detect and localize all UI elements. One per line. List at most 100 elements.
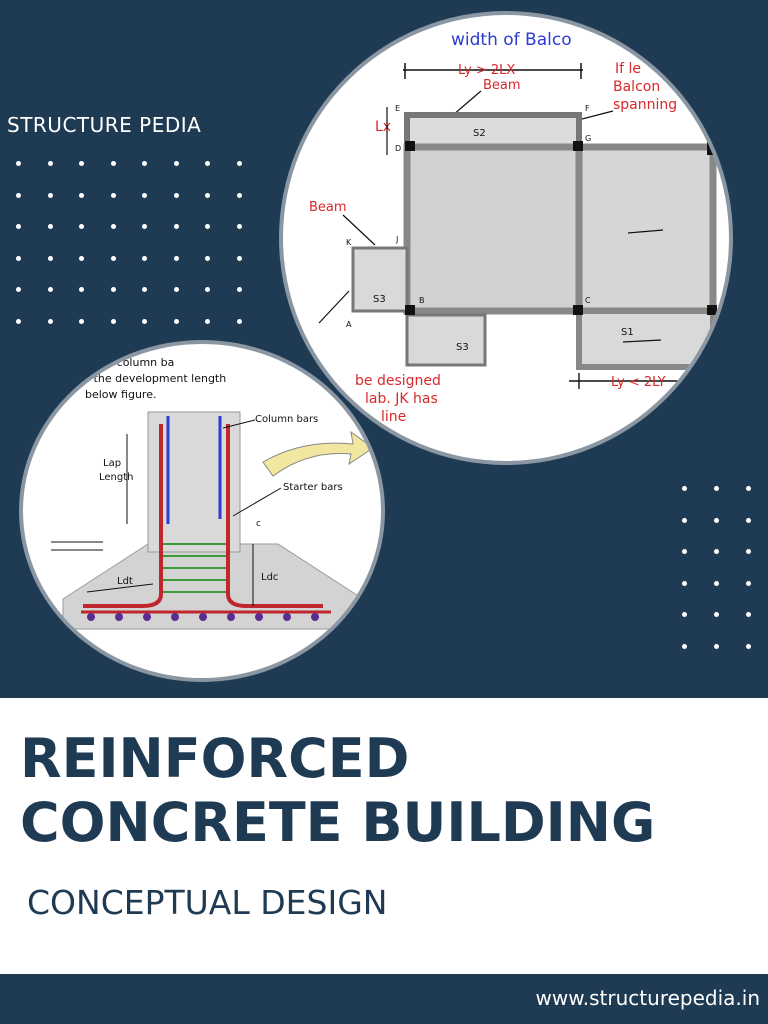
decorative-dot	[173, 161, 179, 166]
distribution-bars	[87, 613, 319, 621]
decorative-dot	[173, 287, 179, 293]
note-bottom-2: lab. JK has	[365, 391, 438, 407]
decorative-dot	[236, 192, 242, 198]
decorative-dot	[205, 319, 210, 324]
decorative-dot	[79, 287, 84, 293]
s3-bottom-label: S3	[456, 342, 469, 353]
dim-top-label: Ly > 2LX	[458, 63, 515, 78]
leader-line	[342, 214, 376, 246]
ldt-dim	[86, 583, 154, 593]
title-line-1: REINFORCED	[20, 727, 410, 790]
note-right-3: spanning	[613, 97, 677, 113]
title-line-2: CONCRETE BUILDING	[20, 791, 656, 854]
decorative-dot	[110, 287, 116, 293]
decorative-dot	[236, 161, 242, 166]
decorative-dot	[746, 517, 751, 523]
point-d: D	[395, 144, 401, 153]
note-bottom-3: line	[381, 409, 406, 425]
slab-s3-left	[351, 246, 409, 313]
decorative-dot	[746, 580, 751, 586]
decorative-dot	[173, 192, 179, 198]
decorative-dot	[16, 287, 21, 293]
decorative-dot	[79, 161, 84, 166]
decorative-dot	[47, 255, 53, 261]
decorative-dot	[47, 224, 53, 230]
note-right-1: If le	[615, 61, 641, 77]
decorative-dot	[205, 287, 210, 293]
point-k: K	[346, 238, 352, 247]
starter-bar	[226, 424, 323, 608]
decorative-dot	[173, 255, 179, 261]
footing-text-3: below figure.	[85, 388, 156, 401]
decorative-dot	[714, 580, 719, 586]
decorative-dot	[142, 161, 147, 166]
decorative-dot	[682, 517, 687, 523]
column-bars-label: Column bars	[255, 414, 318, 425]
slab-s1	[576, 308, 716, 370]
decorative-dot	[79, 192, 84, 198]
decorative-dot	[110, 224, 116, 230]
s1-label: S1	[621, 327, 634, 338]
decorative-dot	[746, 549, 751, 555]
brand-name: STRUCTURE PEDIA	[7, 113, 202, 137]
leader-line	[318, 290, 350, 324]
column	[573, 305, 583, 315]
decorative-dot	[714, 644, 719, 649]
decorative-dot	[110, 192, 116, 198]
decorative-dot	[142, 319, 147, 324]
decorative-dot	[746, 486, 751, 491]
footing-text-2: to the development length	[79, 372, 226, 385]
column	[707, 141, 717, 155]
yellow-arrow-icon	[262, 430, 374, 477]
decorative-dot	[236, 287, 242, 293]
column	[405, 305, 415, 315]
point-f: F	[585, 104, 590, 113]
decorative-dot	[236, 224, 242, 230]
dim-bottom-label: Ly < 2LY	[611, 375, 666, 390]
slab-heading: width of Balco	[451, 30, 572, 50]
decorative-dot	[682, 486, 687, 491]
slab-main	[403, 143, 583, 315]
slab-s3-bottom	[405, 313, 487, 367]
note-right-2: Balcon	[613, 79, 660, 95]
lap-label-2: Length	[99, 472, 134, 483]
lap-label-1: Lap	[103, 458, 121, 469]
footing-diagram-image: of the column ba to the development leng…	[23, 344, 381, 678]
point-j: J	[395, 235, 398, 244]
column-stub	[147, 411, 241, 553]
decorative-dot	[682, 644, 687, 649]
decorative-dot	[110, 255, 116, 261]
decorative-dot	[16, 192, 21, 198]
slab-diagram-image: width of Balco Ly > 2LX Beam If le Balco…	[283, 15, 729, 461]
decorative-dot	[142, 255, 147, 261]
column	[405, 141, 415, 151]
lx-label: Lx	[375, 119, 391, 135]
leader-line	[232, 487, 282, 517]
s3-left-label: S3	[373, 294, 386, 305]
decorative-dot	[714, 486, 719, 491]
decorative-dot	[142, 287, 147, 293]
point-e: E	[395, 104, 400, 113]
decorative-dot	[110, 161, 116, 166]
decorative-dot	[714, 517, 719, 523]
slab-s2	[404, 112, 582, 150]
slab-diagram: width of Balco Ly > 2LX Beam If le Balco…	[309, 30, 717, 425]
decorative-dot	[47, 319, 53, 324]
decorative-dot	[79, 319, 84, 324]
decorative-dot	[205, 161, 210, 166]
ldc-label: Ldc	[261, 572, 278, 583]
decorative-dot	[47, 287, 53, 293]
decorative-dot	[16, 319, 21, 324]
decorative-dot	[16, 255, 21, 261]
decorative-dot	[714, 549, 719, 555]
starter-bars-label: Starter bars	[283, 482, 343, 493]
decorative-dot	[173, 319, 179, 324]
decorative-dot	[79, 224, 84, 230]
decorative-dot	[682, 612, 687, 618]
website-link[interactable]: www.structurepedia.in	[535, 986, 760, 1010]
starter-bar	[83, 424, 163, 608]
leader-line	[452, 90, 482, 116]
decorative-dot	[236, 255, 242, 261]
decorative-dot	[16, 224, 21, 230]
span-arrow	[622, 339, 662, 343]
